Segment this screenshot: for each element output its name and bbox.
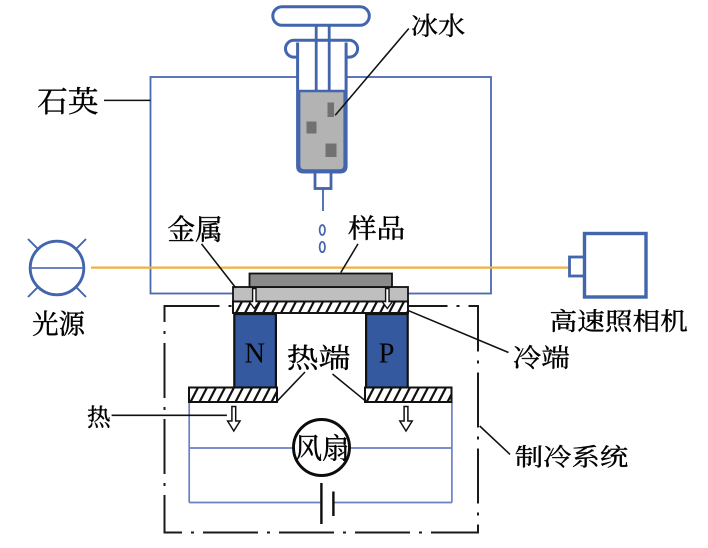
svg-text:P: P [379, 339, 395, 370]
svg-text:N: N [245, 339, 266, 370]
